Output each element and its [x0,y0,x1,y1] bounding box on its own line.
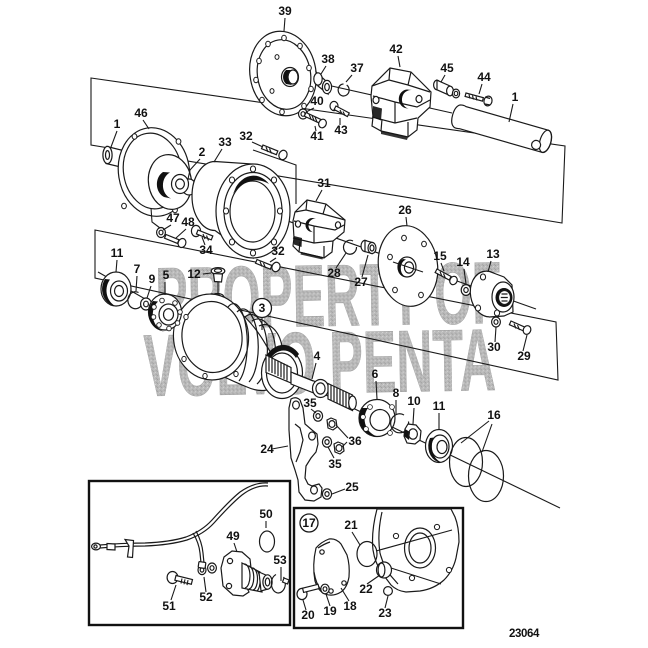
svg-text:21: 21 [344,518,358,532]
svg-text:34: 34 [199,243,213,257]
svg-text:36: 36 [348,434,362,448]
svg-text:43: 43 [334,123,348,137]
svg-text:23: 23 [378,606,392,620]
svg-text:32: 32 [271,244,285,258]
svg-text:29: 29 [517,349,531,363]
svg-text:35: 35 [303,396,317,410]
svg-text:52: 52 [199,590,213,604]
svg-text:51: 51 [162,599,176,613]
svg-text:41: 41 [310,129,324,143]
svg-text:20: 20 [301,608,315,622]
svg-text:49: 49 [226,529,240,543]
svg-text:22: 22 [359,582,373,596]
svg-text:14: 14 [456,255,470,269]
svg-text:23064: 23064 [509,628,540,640]
svg-text:50: 50 [259,507,273,521]
svg-text:4: 4 [314,349,321,363]
svg-text:53: 53 [273,553,287,567]
svg-text:38: 38 [321,52,335,66]
svg-text:8: 8 [393,386,400,400]
svg-text:25: 25 [345,480,359,494]
svg-text:12: 12 [187,267,201,281]
svg-text:11: 11 [433,399,446,413]
svg-text:45: 45 [440,61,454,75]
svg-text:37: 37 [350,61,364,75]
svg-text:6: 6 [372,367,379,381]
svg-text:47: 47 [166,211,180,225]
svg-text:44: 44 [477,70,491,84]
svg-text:1: 1 [512,90,519,104]
svg-text:9: 9 [149,272,156,286]
svg-text:19: 19 [323,604,337,618]
svg-text:7: 7 [134,262,141,276]
svg-text:17: 17 [302,516,316,530]
svg-text:2: 2 [199,145,206,159]
svg-text:39: 39 [278,4,292,18]
svg-text:26: 26 [398,203,412,217]
svg-text:16: 16 [487,408,501,422]
svg-text:42: 42 [389,42,403,56]
svg-text:13: 13 [486,247,500,261]
svg-text:30: 30 [487,340,501,354]
svg-text:5: 5 [163,268,170,282]
svg-text:24: 24 [260,442,274,456]
svg-text:1: 1 [114,117,121,131]
svg-text:33: 33 [218,135,232,149]
svg-text:46: 46 [134,106,148,120]
svg-text:28: 28 [327,266,341,280]
svg-text:35: 35 [328,457,342,471]
svg-text:15: 15 [433,249,447,263]
svg-text:48: 48 [181,215,195,229]
svg-text:3: 3 [259,301,266,315]
svg-text:31: 31 [317,176,331,190]
svg-text:40: 40 [310,94,324,108]
svg-text:27: 27 [354,275,368,289]
svg-text:32: 32 [239,129,253,143]
svg-text:10: 10 [407,394,421,408]
svg-text:18: 18 [343,599,357,613]
svg-text:11: 11 [111,246,124,260]
